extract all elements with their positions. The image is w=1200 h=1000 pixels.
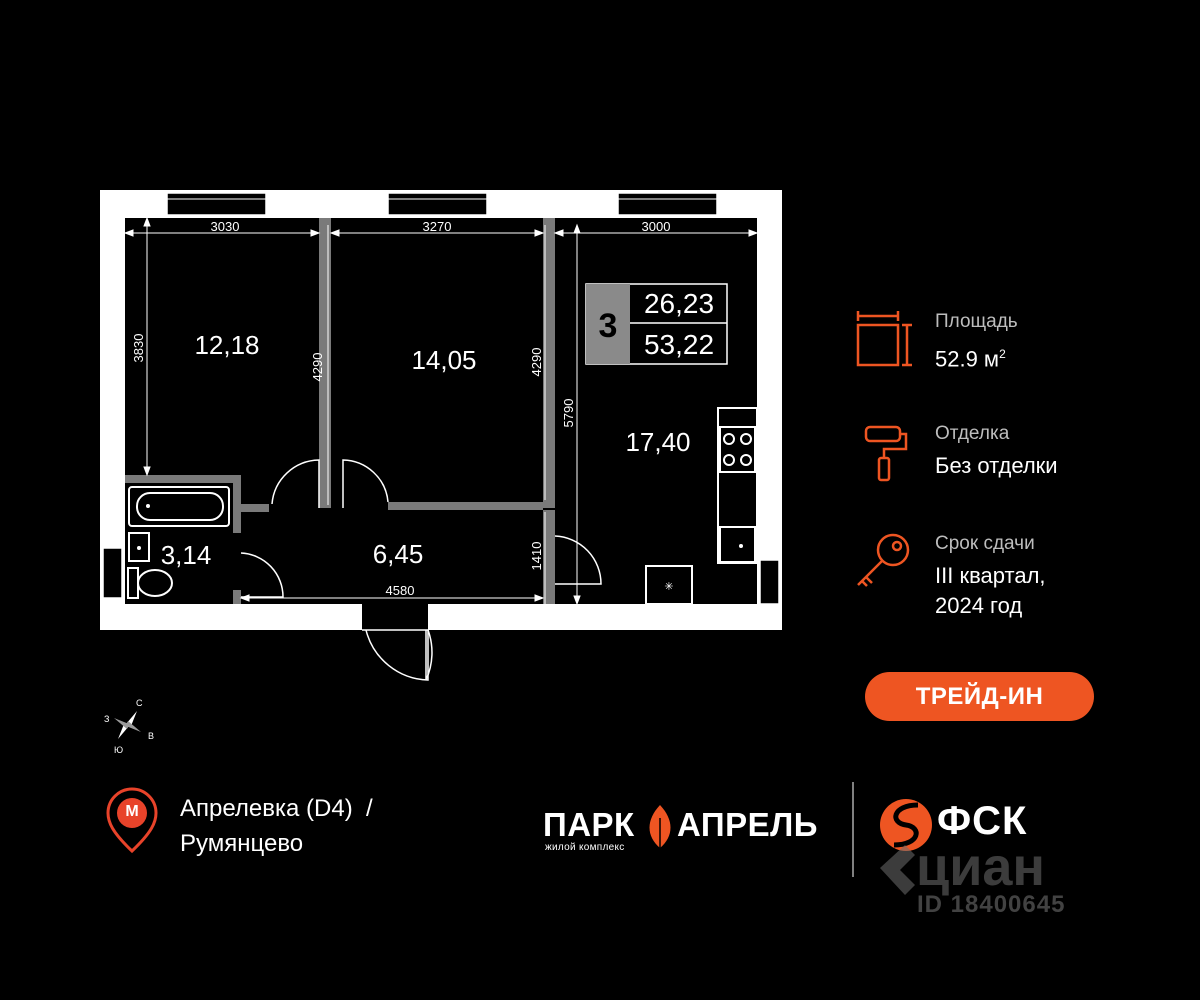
area-unit-sup: 2 (999, 347, 1006, 361)
watermark-id: ID 18400645 (917, 891, 1066, 918)
deadline-value-line2: 2024 год (935, 593, 1023, 618)
bathtub-inner (136, 492, 224, 521)
partition-bath-top (125, 475, 241, 483)
deadline-value-line1: III квартал, (935, 563, 1046, 588)
kitchen-fixtures (645, 407, 758, 605)
window-room2 (387, 192, 488, 216)
door-kitchen (554, 535, 602, 585)
area-number: 52.9 м (935, 346, 1000, 372)
right-wall (757, 190, 782, 630)
compass-south: Ю (114, 745, 124, 755)
dim-kitchen-depth: 5790 (561, 399, 576, 428)
deadline-block: Срок сдачи III квартал, 2024 год (935, 533, 1046, 621)
window-room1 (166, 192, 267, 216)
room-areas: 12,18 14,05 17,40 3,14 6,45 (161, 330, 691, 570)
sink (128, 532, 150, 562)
area-value: 52.9 м2 (935, 339, 1018, 374)
room-count-cell (586, 284, 630, 364)
fsk-logo-icon (880, 799, 932, 851)
metro-icon (106, 787, 158, 854)
area-icon (856, 311, 912, 367)
compass-east: В (148, 731, 155, 741)
dim-kitchen-width: 3000 (642, 219, 671, 234)
dimension-lines (123, 216, 759, 606)
leaf-logo-icon (649, 805, 671, 852)
partition-hall-kitchen (543, 510, 555, 604)
toilet-bowl (137, 569, 173, 597)
developer-name: ФСК (937, 799, 1028, 843)
metro-station-line1: Апрелевка (D4) / (180, 795, 373, 822)
metro-icon-letter: М (125, 803, 139, 820)
snowflake-icon: ✳ (664, 580, 673, 593)
door-room1 (271, 459, 320, 508)
brand-subtitle: жилой комплекс (545, 842, 625, 853)
dim-room2-width: 3270 (423, 219, 452, 234)
area-room1: 12,18 (194, 330, 259, 360)
key-icon (857, 533, 910, 587)
bottom-wall-right (428, 604, 782, 630)
dim-wall1-depth: 4290 (310, 353, 325, 382)
window-kitchen (617, 192, 718, 216)
dim-room1-depth: 3830 (131, 334, 146, 363)
compass-west: З (104, 714, 110, 724)
area-hall: 6,45 (373, 539, 424, 569)
area-label: Площадь (935, 311, 1018, 332)
finish-block: Отделка Без отделки (935, 423, 1058, 481)
door-bathroom (240, 552, 284, 598)
area-room2: 14,05 (411, 345, 476, 375)
dim-hall-depth: 1410 (529, 542, 544, 571)
total-area: 53,22 (644, 329, 714, 360)
partition-bath-bottom (233, 590, 241, 604)
door-room2 (342, 459, 389, 508)
dim-room1-width: 3030 (211, 219, 240, 234)
brand-park-text: ПАРК (543, 806, 635, 843)
door-entrance (365, 629, 429, 681)
trade-in-button[interactable]: ТРЕЙД-ИН (865, 672, 1094, 721)
partition-room2-kitchen (543, 218, 555, 508)
kitchen-sink (719, 526, 756, 563)
area-block: Площадь 52.9 м2 (935, 311, 1018, 374)
area-bathroom: 3,14 (161, 540, 212, 570)
bathtub (128, 486, 230, 527)
windows (102, 192, 780, 605)
kitchen-counter (717, 407, 758, 564)
metro-station-line2: Румянцево (180, 830, 304, 857)
toilet-tank (127, 567, 139, 599)
door-entrance-swing (362, 629, 433, 681)
cian-logo-icon (880, 845, 915, 895)
room-count: 3 (599, 307, 618, 345)
living-area: 26,23 (644, 288, 714, 319)
compass-icon (114, 711, 141, 739)
area-kitchen: 17,40 (625, 427, 690, 457)
brand-april-text: АПРЕЛЬ (677, 806, 819, 843)
partition-hall-left (241, 504, 269, 512)
deadline-label: Срок сдачи (935, 533, 1035, 554)
dim-wall2-depth: 4290 (529, 348, 544, 377)
finish-value: Без отделки (935, 453, 1058, 478)
partition-hall-top (388, 502, 543, 510)
bathroom-fixtures (127, 486, 230, 599)
dimension-labels: 3030 3270 3000 3830 4290 4290 5790 1410 … (131, 219, 670, 598)
summary-box: 3 26,23 53,22 (585, 283, 728, 365)
paint-roller-icon (864, 425, 908, 482)
window-side-right (759, 559, 780, 605)
doors (240, 459, 602, 681)
dim-hall-width: 4580 (386, 583, 415, 598)
finish-label: Отделка (935, 423, 1010, 444)
bottom-wall-left (100, 604, 362, 630)
stove (719, 426, 756, 473)
fridge (645, 565, 693, 605)
compass-north: С (136, 698, 143, 708)
window-side-left (102, 547, 123, 599)
partition-bath-right (233, 475, 241, 533)
watermark-name: циан (916, 837, 1046, 897)
